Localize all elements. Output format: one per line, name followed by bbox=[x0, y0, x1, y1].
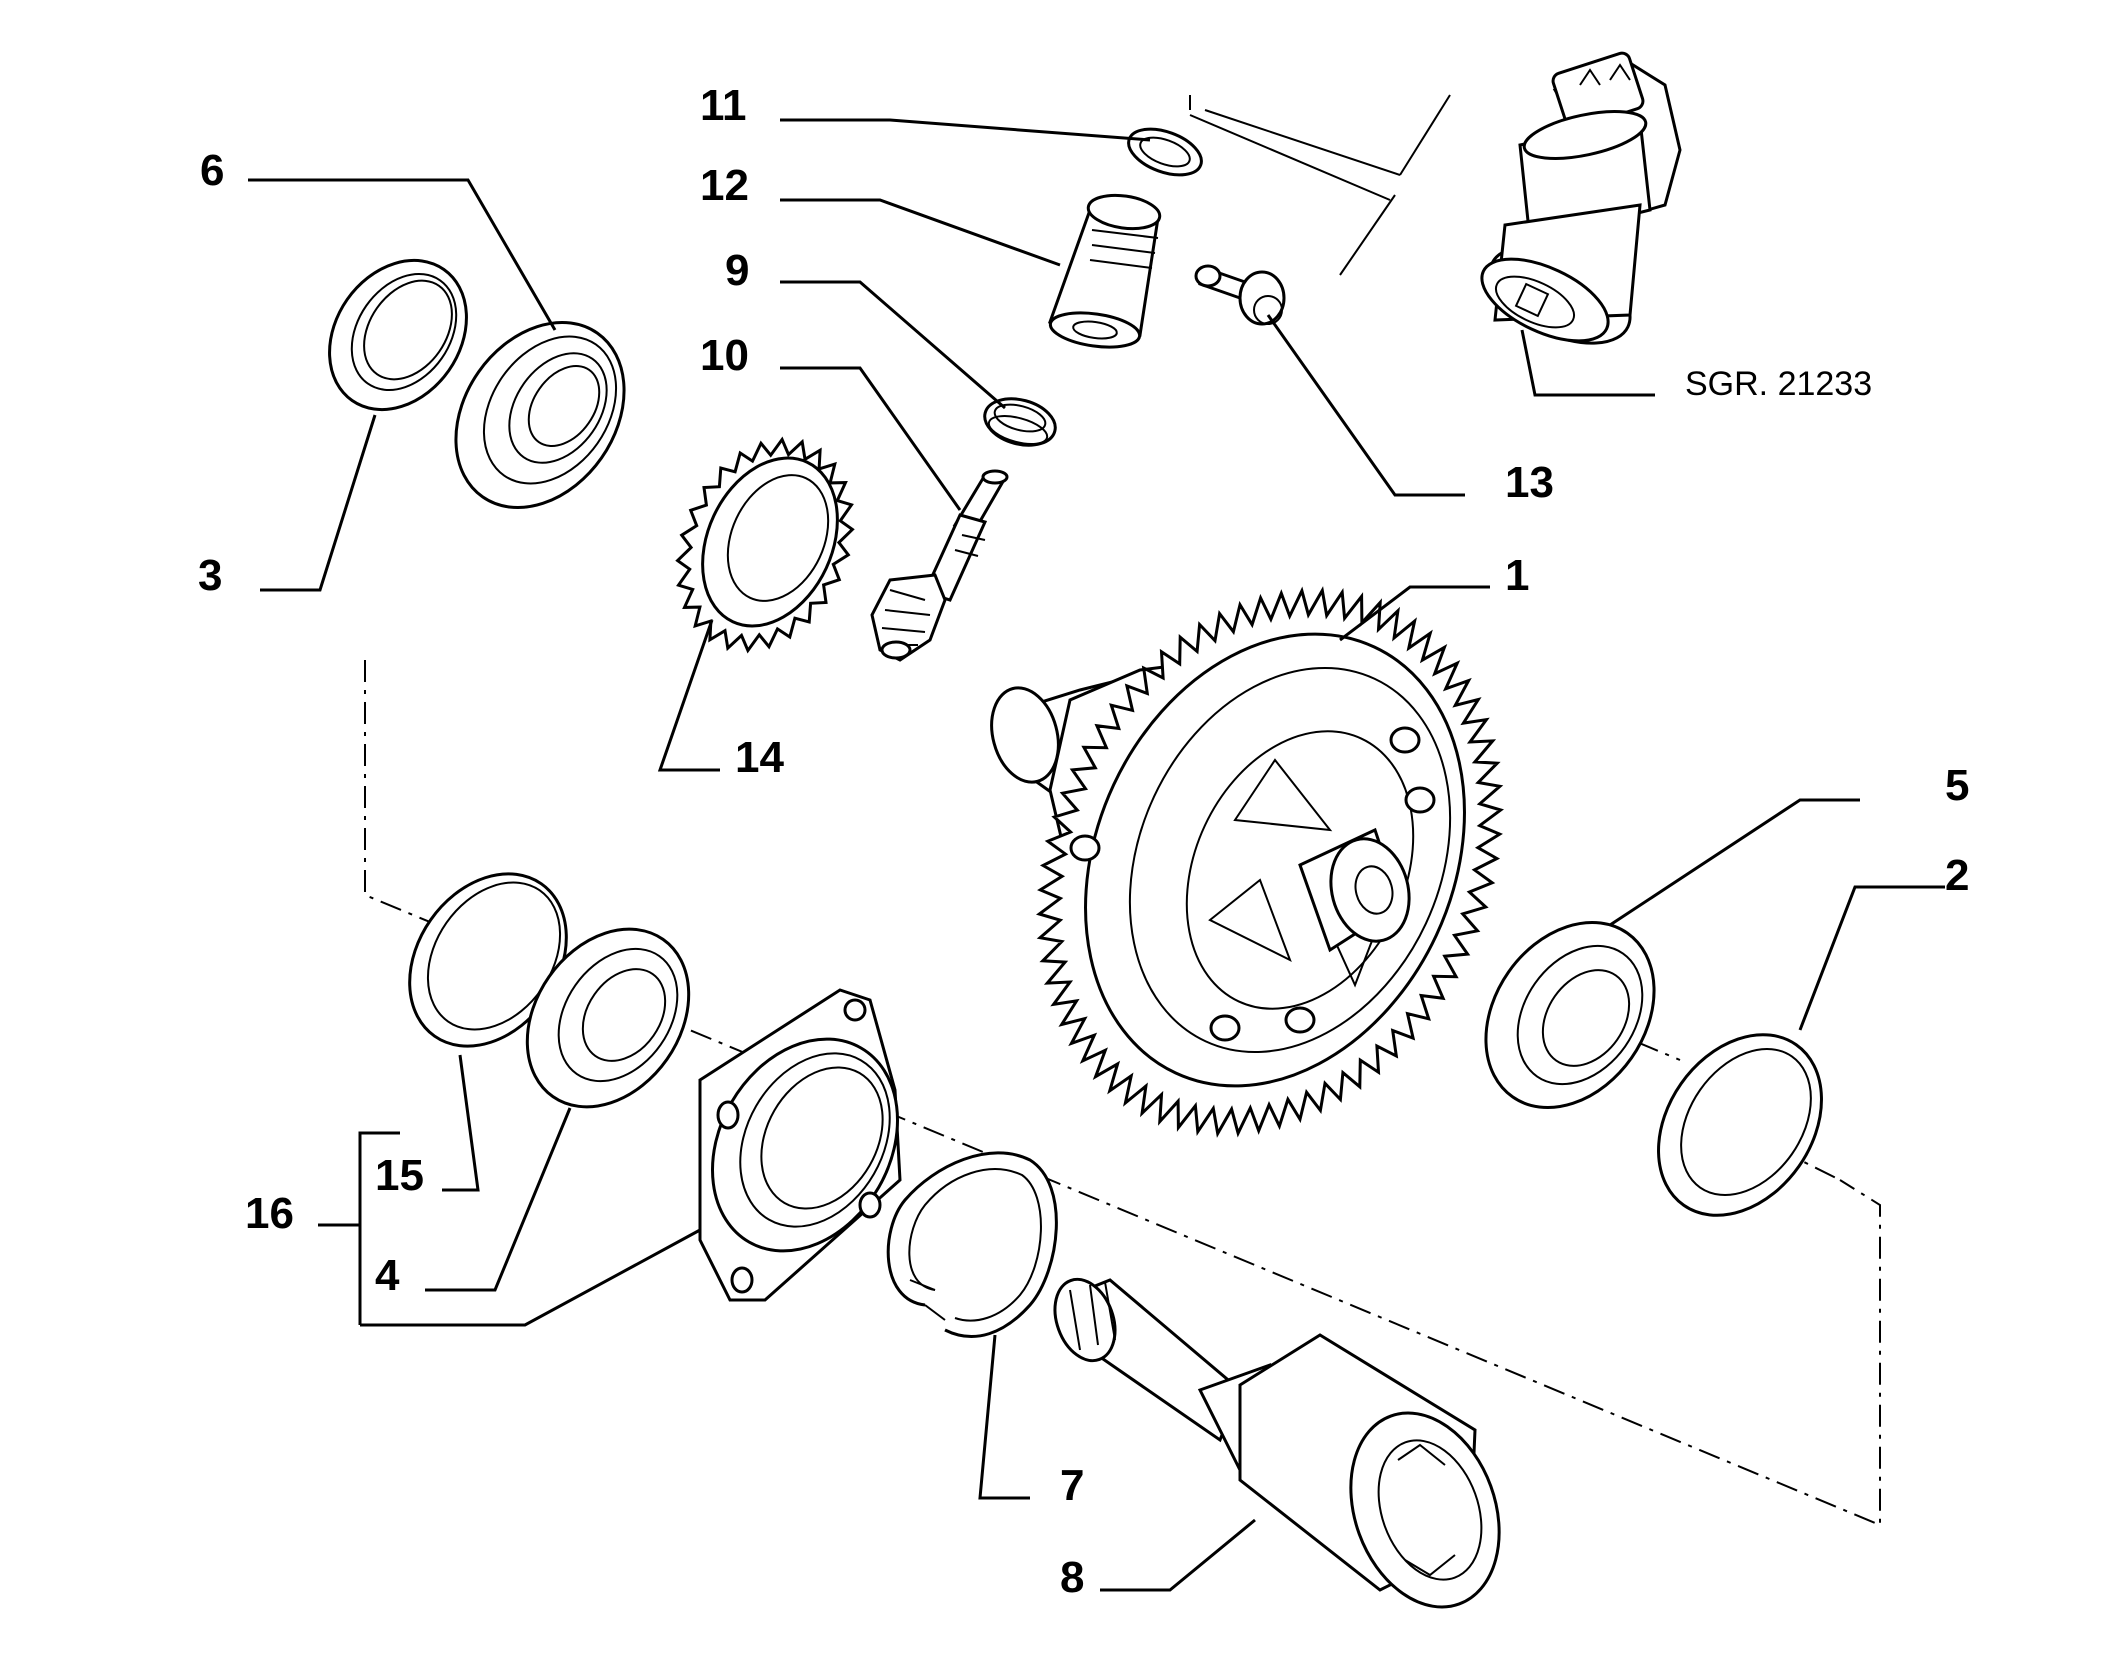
callout-9: 9 bbox=[725, 246, 749, 295]
leader-lines bbox=[248, 94, 1945, 1592]
callout-16: 16 bbox=[245, 1189, 294, 1238]
part-6-tapered-bearing bbox=[454, 320, 626, 510]
part-8-drive-joint bbox=[1053, 1277, 1501, 1609]
callout-10: 10 bbox=[700, 331, 749, 380]
callout-14: 14 bbox=[735, 733, 784, 782]
callout-2: 2 bbox=[1945, 851, 1969, 900]
callout-labels: 11 12 9 10 6 3 14 13 1 5 2 15 16 4 7 8 S… bbox=[198, 81, 1969, 1602]
callout-6: 6 bbox=[200, 146, 224, 195]
part-7-circlip bbox=[886, 1151, 1058, 1338]
part-9-small-seal bbox=[983, 397, 1057, 447]
callout-13: 13 bbox=[1505, 458, 1554, 507]
callout-1: 1 bbox=[1505, 551, 1529, 600]
callout-15: 15 bbox=[375, 1151, 424, 1200]
callout-8: 8 bbox=[1060, 1553, 1084, 1602]
part-5-tapered-bearing bbox=[1484, 920, 1656, 1110]
callout-3: 3 bbox=[198, 551, 222, 600]
part-12-bushing bbox=[1047, 193, 1162, 349]
callout-5: 5 bbox=[1945, 761, 1969, 810]
part-14-gear bbox=[675, 436, 855, 654]
flange-housing bbox=[698, 988, 902, 1302]
callout-12: 12 bbox=[700, 161, 749, 210]
speed-sensor bbox=[1480, 51, 1682, 345]
part-4-bearing bbox=[525, 927, 691, 1109]
part-10-pinion-shaft bbox=[870, 469, 1009, 662]
sensor-reference-code: SGR. 21233 bbox=[1685, 365, 1872, 403]
part-3-oil-seal bbox=[328, 258, 468, 412]
callout-7: 7 bbox=[1060, 1461, 1084, 1510]
part-2-seal-ring bbox=[1657, 1033, 1823, 1217]
part-1-differential bbox=[990, 586, 1505, 1138]
callout-4: 4 bbox=[375, 1251, 400, 1300]
part-11-o-ring bbox=[1127, 127, 1203, 177]
part-13-screw bbox=[1194, 264, 1286, 326]
callout-11: 11 bbox=[700, 81, 747, 130]
